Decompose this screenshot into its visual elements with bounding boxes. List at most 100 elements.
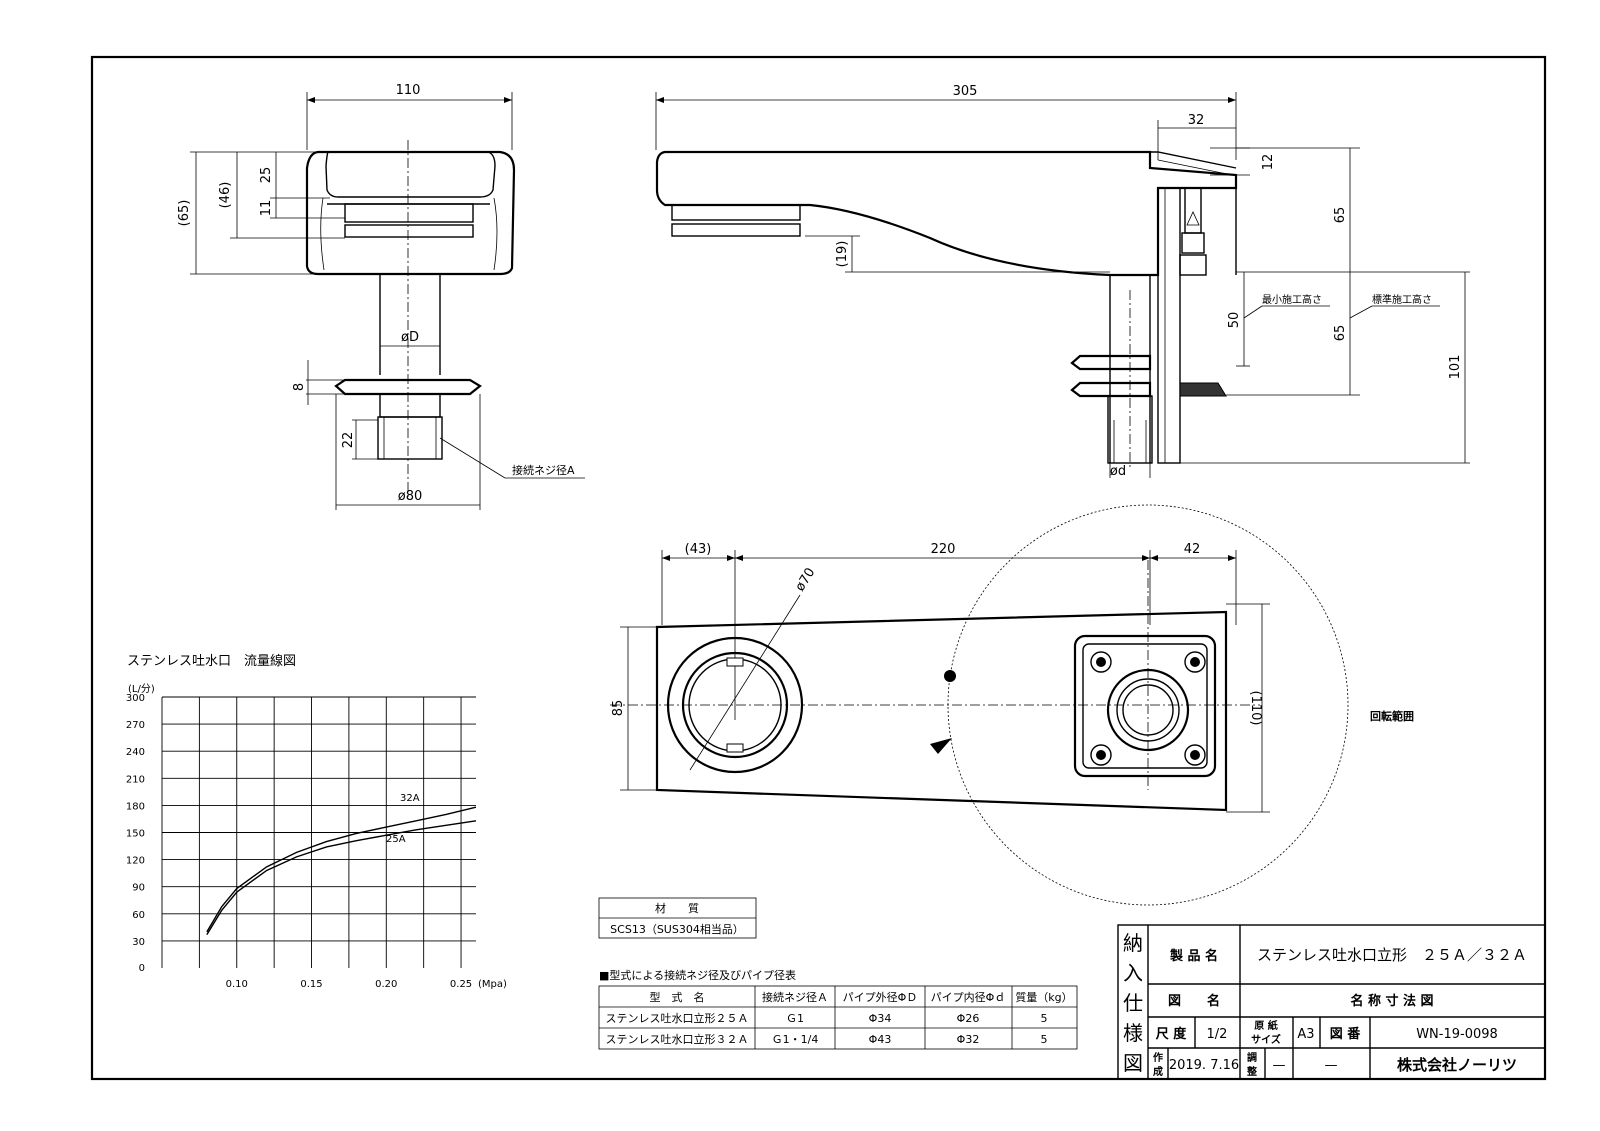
adjust-value: —	[1273, 1058, 1286, 1073]
y-tick-label: 240	[126, 747, 145, 758]
y-tick-label: 0	[139, 963, 145, 974]
dim-base-80: ø80	[398, 489, 423, 504]
dim-12: 12	[1261, 154, 1276, 171]
made-label: 成	[1153, 1065, 1163, 1078]
made-label: 作	[1153, 1051, 1163, 1064]
spec-header-thread: 接続ネジ径Ａ	[762, 990, 828, 1004]
paper-size-label: サイズ	[1251, 1033, 1281, 1046]
y-tick-label: 30	[132, 937, 145, 948]
dim-101: 101	[1448, 355, 1463, 380]
y-tick-label: 120	[126, 856, 145, 867]
dim-height-46: (46)	[218, 182, 233, 209]
drawing-name-value: 名 称 寸 法 図	[1350, 993, 1433, 1009]
spec-cell: ステンレス吐水口立形２５Ａ	[606, 1011, 749, 1025]
scale-value: 1/2	[1207, 1027, 1228, 1042]
dim-height-65: (65)	[177, 200, 192, 227]
series-label: 25A	[386, 834, 406, 845]
dim-8: 8	[292, 383, 307, 391]
chart-grid	[161, 696, 476, 968]
spec-cell: Φ26	[957, 1012, 980, 1025]
dim-65-lower: 65	[1333, 325, 1348, 342]
paper-size-value: A3	[1297, 1027, 1314, 1042]
x-tick-label: 0.25	[450, 979, 472, 990]
dim-25: 25	[259, 167, 274, 184]
dim-pipe-d: ød	[1110, 464, 1126, 479]
dim-65-upper: 65	[1333, 207, 1348, 224]
material-table: 材 質 SCS13（SUS304相当品）	[598, 897, 757, 939]
title-side-char: 仕	[1123, 991, 1143, 1015]
title-side-char: 図	[1123, 1051, 1143, 1075]
series-line-25A	[206, 820, 477, 935]
material-header: 材 質	[655, 901, 699, 915]
spec-cell: Φ34	[869, 1012, 892, 1025]
paper-size-label: 原 紙	[1254, 1019, 1277, 1032]
dim-length-305: 305	[953, 84, 978, 99]
y-tick-label: 180	[126, 801, 145, 812]
adjust-label: 整	[1246, 1065, 1257, 1078]
spec-cell: 5	[1041, 1012, 1048, 1025]
title-side-char: 納	[1123, 931, 1143, 955]
dim-50: 50	[1227, 312, 1242, 329]
spec-cell: Ｇ1	[786, 1012, 804, 1025]
spec-cell: Φ32	[957, 1033, 980, 1046]
bolt-icons	[1090, 651, 1206, 766]
min-height-label: 最小施工高さ	[1262, 293, 1322, 306]
adjust-value: —	[1325, 1058, 1338, 1073]
dim-220: 220	[931, 542, 956, 557]
spec-header-mass: 質量（kg）	[1015, 990, 1072, 1004]
x-tick-label: 0.10	[226, 979, 248, 990]
flow-chart-title: ステンレス吐水口 流量線図	[127, 653, 296, 669]
y-tick-label: 300	[126, 693, 145, 704]
spec-cell: 5	[1041, 1033, 1048, 1046]
material-value: SCS13（SUS304相当品）	[610, 922, 744, 936]
chart-series: 32A 25A	[206, 793, 477, 935]
dim-width-110: 110	[396, 83, 421, 98]
dim-42: 42	[1184, 542, 1201, 557]
dim-pipe-D: øD	[401, 330, 419, 345]
spec-cell: ステンレス吐水口立形３２Ａ	[606, 1032, 749, 1046]
dim-19: (19)	[835, 241, 850, 268]
dim-22: 22	[341, 432, 356, 449]
spec-header-model: 型 式 名	[650, 990, 705, 1004]
flow-chart: ステンレス吐水口 流量線図 (L/分) (Mpa) 03060901201501…	[126, 653, 507, 990]
y-tick-label: 270	[126, 720, 145, 731]
scale-label: 尺 度	[1156, 1026, 1188, 1042]
thread-size-label: 接続ネジ径A	[512, 463, 575, 477]
product-name-label: 製 品 名	[1169, 948, 1218, 964]
plan-view: (43) 220 42 ø70 85	[610, 504, 1414, 906]
title-block: 納 入 仕 様 図 製 品 名 ステンレス吐水口立形 ２５Ａ／３２Ａ 図 名 名…	[1117, 924, 1546, 1080]
series-label: 32A	[400, 793, 420, 804]
sheet-border	[90, 55, 1547, 1081]
dim-32: 32	[1188, 113, 1205, 128]
x-tick-label: 0.15	[300, 979, 322, 990]
std-height-label: 標準施工高さ	[1372, 293, 1432, 306]
front-view: 110 (65) (46) 25 11 øD 8	[177, 83, 585, 510]
spec-cell: Φ43	[869, 1033, 892, 1046]
drawing-number-value: WN-19-0098	[1416, 1027, 1498, 1042]
rotation-range-label: 回転範囲	[1370, 709, 1414, 723]
drawing-number-label: 図 番	[1330, 1026, 1362, 1042]
side-view: 305 32 12 ød	[655, 84, 1470, 479]
dim-11: 11	[259, 200, 274, 217]
x-tick-label: 0.20	[375, 979, 397, 990]
dim-85: 85	[611, 700, 626, 717]
spec-header-outer: パイプ外径ΦＤ	[843, 991, 918, 1004]
adjust-label: 調	[1247, 1051, 1257, 1064]
title-side-char: 様	[1123, 1021, 1143, 1045]
spec-header-inner: パイプ内径Φｄ	[931, 990, 1006, 1004]
y-unit-label: (L/分)	[128, 683, 155, 695]
series-line-32A	[206, 806, 477, 933]
dim-70: ø70	[793, 565, 819, 594]
title-side-char: 入	[1123, 961, 1143, 985]
y-tick-label: 150	[126, 829, 145, 840]
rotation-arrow-icon	[930, 738, 952, 754]
made-date: 2019. 7.16	[1169, 1058, 1239, 1073]
spec-cell: Ｇ1・1/4	[772, 1033, 819, 1046]
rotation-pivot-dot	[944, 670, 956, 682]
spec-table: ■型式による接続ネジ径及びパイプ径表 型 式 名 接続ネジ径Ａ パイプ外径ΦＤ …	[598, 968, 1078, 1050]
dim-43: (43)	[685, 542, 712, 557]
dim-110-plan: (110)	[1248, 691, 1263, 726]
y-tick-label: 210	[126, 774, 145, 785]
